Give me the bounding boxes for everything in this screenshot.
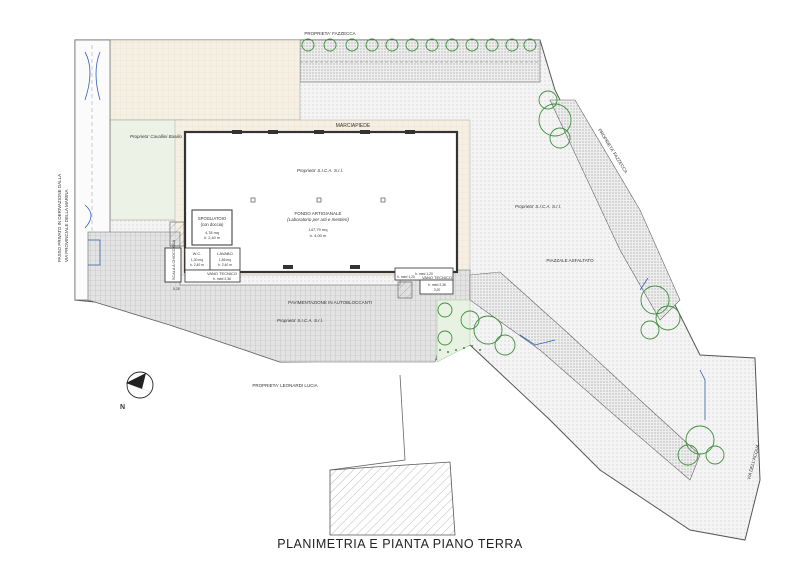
utility-lines: [88, 239, 706, 420]
shrub-dots: [439, 345, 481, 353]
label-vano-tecnico-right: VANO TECNICO: [422, 275, 452, 280]
label-fondo-2: (Laboratorio per arti e mestieri): [287, 217, 349, 222]
label-north: N: [120, 404, 125, 411]
label-marciapiede: MARCIAPIEDE: [336, 123, 371, 129]
label-lavabo-area: 1,86 mq: [219, 258, 231, 262]
trees: [301, 38, 725, 466]
label-pavimentazione: PAVIMENTAZIONE IN AUTOBLOCCANTI: [288, 300, 372, 305]
label-sica-building: Proprieta' S.I.C.A. S.r.l.: [297, 168, 343, 173]
label-spogliatoio-1: SPOGLIATOIO: [198, 216, 227, 221]
label-vano-tecnico-left: VANO TECNICO: [207, 271, 237, 276]
label-vano-tecnico-left-area: 5,28: [173, 287, 180, 291]
label-left-road-1: PASSO PRIVATO IN DERIVAZIONE DALLA: [57, 174, 62, 262]
label-wc: W.C.: [193, 251, 202, 256]
label-piazzale: PIAZZALE ASFALTATO: [546, 258, 594, 263]
label-vano-tecnico-small: h. med 1,20: [415, 272, 433, 276]
label-fondo-height: h. 4,00 m: [310, 233, 327, 238]
label-vano-tecnico-small2: h. med 1,20: [397, 275, 415, 279]
label-spogliatoio-area: 4,78 mq: [205, 231, 219, 235]
label-spogliatoio-height: h. 2,40 m: [204, 236, 220, 240]
label-fondo-area: 147,79 mq: [309, 227, 328, 232]
north-arrow-icon: [126, 371, 154, 399]
label-scala: SCALA A CHIOCCIOLA: [172, 239, 176, 280]
label-vano-tecnico-right-area: 3,20: [434, 288, 441, 292]
label-lavabo: LAVABO: [217, 251, 232, 256]
label-spogliatoio-2: (con doccia): [201, 222, 224, 227]
label-sica-right: Proprieta' S.I.C.A. S.r.l.: [515, 204, 561, 209]
main-building: [164, 130, 459, 299]
green-patch: [436, 299, 471, 363]
label-left-road-2: VIA PROVINCIALE DELLA MARINA: [64, 189, 69, 262]
page-title: PLANIMETRIA E PIANTA PIANO TERRA: [277, 537, 523, 551]
label-vano-tecnico-right-dim: h. med 2,36: [428, 283, 446, 287]
label-leonardi: PROPRIETA' LEONARDI LUCIA: [252, 383, 317, 388]
label-fondo-1: FONDO ARTIGIANALE: [295, 211, 342, 216]
label-top-owner: PROPRIETA' FAZZECCA: [304, 31, 355, 36]
label-owner-cavallini: Proprieta' Cavallini Basilio: [130, 134, 182, 139]
label-vano-tecnico-left-dim: h. med 2,36: [213, 277, 231, 281]
leonardi-plot: [329, 374, 456, 536]
diagonal-driveway: [469, 99, 701, 481]
label-wc-area: 1,30 mq: [191, 258, 203, 262]
label-wc-height: h. 2,40 m: [190, 263, 204, 267]
label-sica-lower: Proprieta' S.I.C.A. S.r.l.: [277, 318, 323, 323]
label-lavabo-height: h. 2,40 m: [218, 263, 232, 267]
